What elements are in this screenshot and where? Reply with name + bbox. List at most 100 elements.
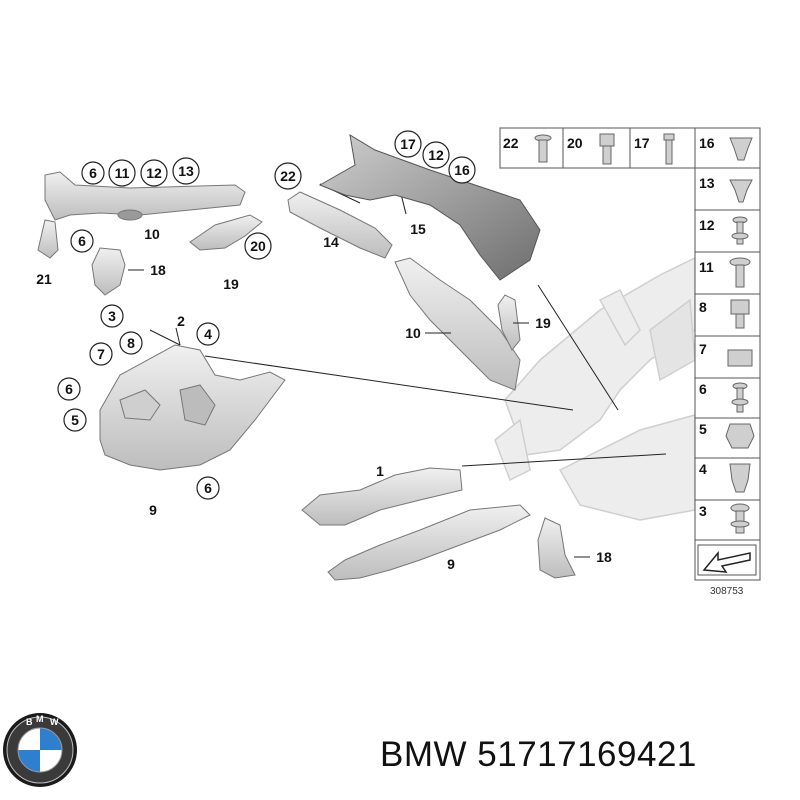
fastener-22-screw bbox=[534, 134, 552, 163]
callout-12: 12 bbox=[140, 159, 168, 187]
part-21-bracket bbox=[37, 219, 59, 259]
callout-label: 12 bbox=[146, 165, 162, 181]
callout-4: 4 bbox=[196, 322, 220, 346]
callout-1: 1 bbox=[376, 463, 384, 479]
callout-6: 6 bbox=[70, 229, 94, 253]
fastener-13-clip bbox=[729, 179, 753, 203]
callout-label: 3 bbox=[108, 308, 116, 324]
callout-6: 6 bbox=[57, 377, 81, 401]
callout-7: 7 bbox=[89, 342, 113, 366]
callout-label: 20 bbox=[250, 238, 266, 254]
callout-18: 18 bbox=[128, 262, 166, 278]
part-9-rail bbox=[327, 504, 531, 581]
fastener-label-16: 16 bbox=[699, 135, 715, 151]
callout-19: 19 bbox=[513, 315, 551, 331]
fastener-label-8: 8 bbox=[699, 299, 707, 315]
arrow-icon bbox=[697, 544, 757, 576]
car-body-frame bbox=[494, 256, 696, 521]
fastener-label-7: 7 bbox=[699, 341, 707, 357]
callout-label: 7 bbox=[97, 346, 105, 362]
callout-label: 18 bbox=[596, 549, 612, 565]
svg-text:B: B bbox=[26, 717, 33, 727]
callout-label: 16 bbox=[454, 162, 470, 178]
callout-10: 10 bbox=[144, 226, 160, 242]
fastener-6-rivet bbox=[731, 382, 749, 413]
callout-label: 19 bbox=[223, 276, 239, 292]
callout-5: 5 bbox=[63, 408, 87, 432]
callout-19: 19 bbox=[223, 276, 239, 292]
callout-3: 3 bbox=[100, 304, 124, 328]
fastener-label-20: 20 bbox=[567, 135, 583, 151]
fastener-label-5: 5 bbox=[699, 421, 707, 437]
fastener-7-nut bbox=[727, 349, 753, 367]
svg-text:W: W bbox=[50, 717, 59, 727]
callout-label: 10 bbox=[405, 325, 421, 341]
part-18-bracket-upper bbox=[91, 247, 126, 296]
svg-text:M: M bbox=[36, 714, 44, 724]
callout-6: 6 bbox=[81, 161, 105, 185]
part-19-strip bbox=[497, 294, 521, 351]
part-14-rail bbox=[287, 191, 393, 259]
callout-label: 12 bbox=[428, 147, 444, 163]
callout-label: 2 bbox=[177, 313, 185, 329]
callout-label: 6 bbox=[78, 233, 86, 249]
callout-11: 11 bbox=[108, 159, 136, 187]
callout-20: 20 bbox=[244, 232, 272, 260]
fastener-11-screw bbox=[729, 257, 751, 288]
part-10-duct bbox=[44, 171, 246, 221]
part-2-assembly bbox=[99, 344, 286, 471]
part-18-bracket-lower bbox=[537, 517, 576, 579]
callout-label: 6 bbox=[65, 381, 73, 397]
callout-12: 12 bbox=[422, 141, 450, 169]
callout-6: 6 bbox=[196, 476, 220, 500]
callout-label: 14 bbox=[323, 234, 339, 250]
callout-label: 1 bbox=[376, 463, 384, 479]
callout-label: 9 bbox=[149, 502, 157, 518]
part-number-title: BMW 51717169421 bbox=[380, 735, 697, 774]
callout-label: 6 bbox=[204, 480, 212, 496]
fastener-4-clip bbox=[729, 463, 751, 493]
part-15-cowl bbox=[318, 134, 541, 281]
callout-15: 15 bbox=[410, 221, 426, 237]
part-10-member bbox=[394, 257, 521, 391]
callout-label: 5 bbox=[71, 412, 79, 428]
callout-label: 8 bbox=[127, 335, 135, 351]
callout-10: 10 bbox=[405, 325, 451, 341]
callout-label: 9 bbox=[447, 556, 455, 572]
callout-17: 17 bbox=[394, 130, 422, 158]
callout-label: 17 bbox=[400, 136, 416, 152]
fastener-label-22: 22 bbox=[503, 135, 519, 151]
fastener-panel: 22 20 17 16 13 12 11 8 7 6 5 4 3 bbox=[499, 127, 761, 597]
fastener-20-bolt bbox=[599, 133, 615, 165]
fastener-label-12: 12 bbox=[699, 217, 715, 233]
fastener-label-11: 11 bbox=[699, 259, 714, 275]
fastener-5-nut bbox=[725, 423, 755, 449]
callout-label: 6 bbox=[89, 165, 97, 181]
fastener-label-17: 17 bbox=[634, 135, 650, 151]
fastener-label-4: 4 bbox=[699, 461, 707, 477]
bmw-logo-icon: B M W bbox=[3, 713, 77, 787]
callout-16: 16 bbox=[448, 156, 476, 184]
callout-22: 22 bbox=[274, 162, 302, 190]
callout-label: 22 bbox=[280, 168, 296, 184]
part-20-bracket bbox=[189, 214, 263, 251]
callout-8: 8 bbox=[119, 331, 143, 355]
fastener-12-rivet bbox=[731, 216, 749, 245]
callout-label: 13 bbox=[178, 163, 194, 179]
callout-2: 2 bbox=[177, 313, 185, 329]
fastener-3-rivet bbox=[730, 503, 750, 534]
callout-21: 21 bbox=[36, 271, 52, 287]
fastener-label-3: 3 bbox=[699, 503, 707, 519]
callout-18: 18 bbox=[574, 549, 612, 565]
callout-label: 15 bbox=[410, 221, 426, 237]
callout-9: 9 bbox=[447, 556, 455, 572]
callout-13: 13 bbox=[172, 157, 200, 185]
fastener-16-clip bbox=[729, 137, 753, 161]
callout-label: 21 bbox=[36, 271, 52, 287]
callout-label: 11 bbox=[115, 165, 130, 181]
fastener-8-nut bbox=[730, 299, 750, 329]
part-1-panel bbox=[301, 467, 463, 526]
fastener-17-bolt bbox=[663, 133, 675, 165]
